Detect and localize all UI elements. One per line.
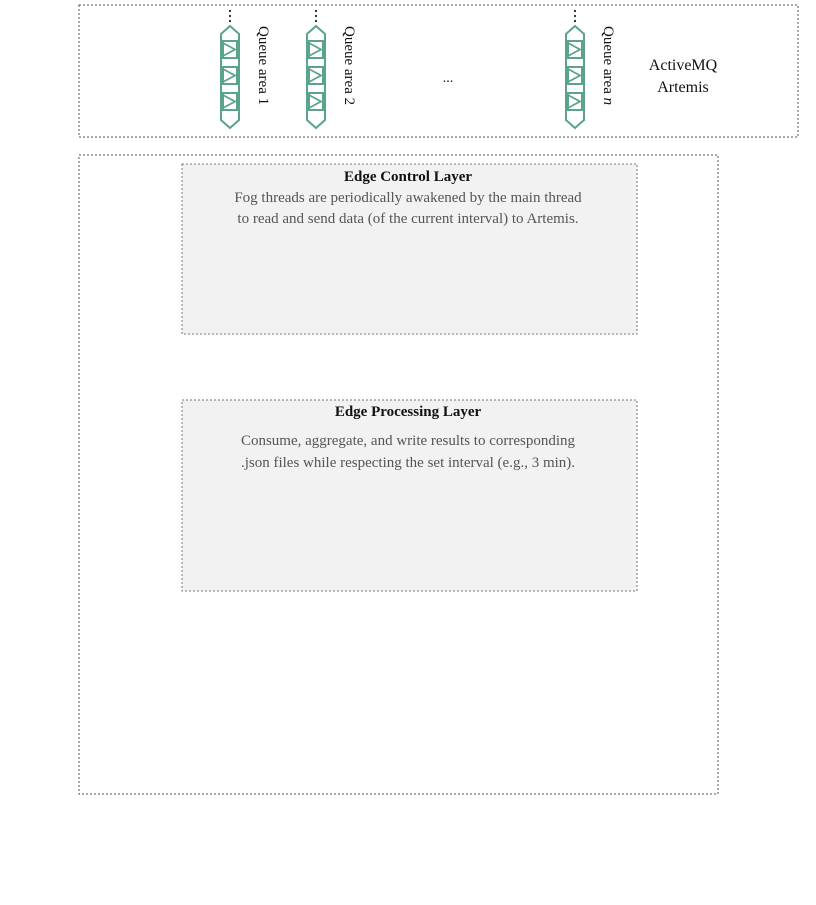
- broker-queue-label-2: Queue area 2: [341, 26, 357, 105]
- edge-processing-layer: [181, 399, 638, 592]
- edge-control-desc-line1: Fog threads are periodically awakened by…: [234, 190, 582, 206]
- edge-processing-desc-line2: .json files while respecting the set int…: [241, 455, 575, 471]
- edge-box: [78, 154, 719, 795]
- broker-queue-icon: [306, 25, 326, 129]
- edge-control-title: Edge Control Layer: [344, 169, 472, 185]
- broker-queue-icon: [565, 25, 585, 129]
- top-vertical-ellipsis: [228, 9, 577, 23]
- broker-queue-icon: [220, 25, 240, 129]
- broker-queue-label-n: Queue area n: [600, 26, 616, 105]
- edge-control-desc-line2: to read and send data (of the current in…: [237, 211, 578, 227]
- edge-control-layer: [181, 163, 638, 335]
- edge-processing-desc-line1: Consume, aggregate, and write results to…: [241, 433, 576, 449]
- broker-box: [78, 4, 799, 138]
- broker-name-line2: Artemis: [657, 79, 709, 96]
- broker-queue-label-1: Queue area 1: [255, 26, 271, 105]
- edge-processing-title: Edge Processing Layer: [335, 404, 482, 420]
- broker-name-line1: ActiveMQ: [649, 57, 718, 74]
- broker-ellipsis: ...: [443, 71, 454, 86]
